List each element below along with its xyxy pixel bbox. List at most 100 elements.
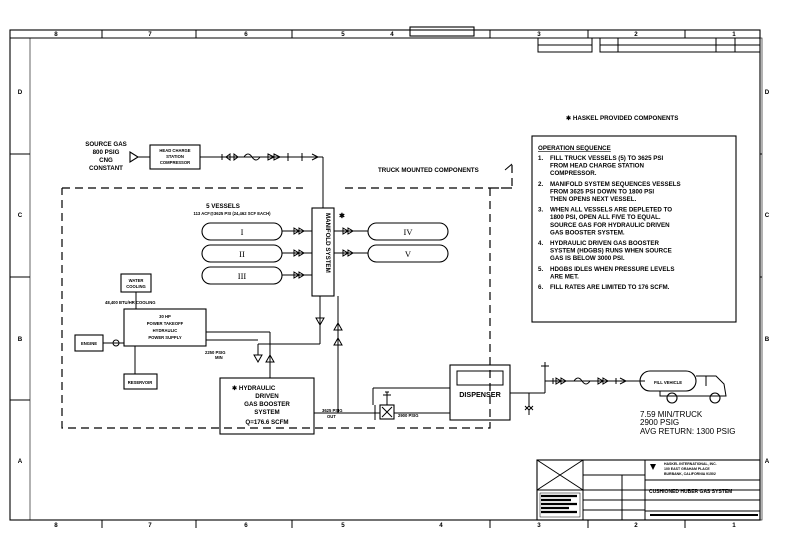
left-zone-letters: D C B A <box>18 89 23 465</box>
zone-top-5: 5 <box>341 31 345 38</box>
svg-text:POWER SUPPLY: POWER SUPPLY <box>148 335 182 340</box>
zone-ticks <box>10 30 762 528</box>
svg-text:II: II <box>239 249 245 259</box>
reservoir-box <box>123 373 158 390</box>
svg-text:RESERVOIR: RESERVOIR <box>128 380 153 385</box>
operation-step-line: MANIFOLD SYSTEM SEQUENCES VESSELS <box>550 181 681 188</box>
vessel-4-valve-icon <box>342 227 354 235</box>
check-valve-icon <box>221 153 239 161</box>
power-supply-box <box>123 308 207 347</box>
flow-arrow-icon <box>311 153 320 161</box>
zone-top-3: 3 <box>537 31 541 38</box>
svg-text:DRIVEN: DRIVEN <box>255 393 279 400</box>
zone-bottom-6: 6 <box>244 522 248 529</box>
zone-top-4: 4 <box>390 31 394 38</box>
truck-mounted-boundary <box>61 164 513 429</box>
operation-step-number: 3. <box>538 207 543 214</box>
operation-step-line: GAS BOOSTER SYSTEM. <box>550 229 625 236</box>
operation-step-number: 5. <box>538 266 543 273</box>
operation-step-line: GAS IS BELOW 3000 PSI. <box>550 255 625 262</box>
operation-step-line: 1800 PSI, OPEN ALL FIVE TO EQUAL. <box>550 214 661 221</box>
svg-text:III: III <box>238 271 247 281</box>
svg-text:SYSTEM: SYSTEM <box>254 409 279 416</box>
zone-bottom-1: 1 <box>732 522 736 529</box>
outer-frame <box>9 29 761 521</box>
fill-vehicle-label: FILL VEHICLE <box>654 380 682 385</box>
operation-sequence-box <box>531 135 737 323</box>
operation-step-line: FROM 3625 PSI DOWN TO 1800 PSI <box>550 188 654 195</box>
operation-step-line: ARE MET. <box>550 273 579 280</box>
gas-booster-box <box>219 377 315 435</box>
svg-text:POWER TAKEOFF: POWER TAKEOFF <box>147 321 184 326</box>
fill-stats: 7.59 MIN/TRUCK 2900 PSIG AVG RETURN: 130… <box>640 410 735 436</box>
svg-text:GAS BOOSTER: GAS BOOSTER <box>244 401 290 408</box>
right-zone-letters: D C B A <box>765 89 770 465</box>
operation-step-line: HYDRAULIC DRIVEN GAS BOOSTER <box>550 240 660 247</box>
svg-text:2900 PSIG: 2900 PSIG <box>640 418 679 427</box>
zone-bottom-2: 2 <box>634 522 638 529</box>
manifold-star-icon: ✱ <box>339 211 345 220</box>
source-arrow-icon <box>129 151 140 163</box>
operation-step-line: FILL RATES ARE LIMITED TO 176 SCFM. <box>550 284 670 291</box>
operation-step-line: WHEN ALL VESSELS ARE DEPLETED TO <box>550 207 672 214</box>
svg-text:BURBANK, CALIFORNIA 91502: BURBANK, CALIFORNIA 91502 <box>664 472 716 476</box>
vessel-3-valve-icon <box>293 271 305 279</box>
booster-out-label: OUT <box>327 414 336 419</box>
svg-text:I: I <box>241 227 244 237</box>
svg-text:V: V <box>405 249 412 259</box>
vessels-count: 5 VESSELS <box>206 203 240 210</box>
bottom-zone-numbers: 8 7 6 5 4 3 2 1 <box>54 522 736 529</box>
operation-step-line: COMPRESSOR. <box>550 170 597 177</box>
svg-text:AVG RETURN: 1300 PSIG: AVG RETURN: 1300 PSIG <box>640 427 735 436</box>
operation-step-line: FILL TRUCK VESSELS (5) TO 3625 PSI <box>550 155 664 162</box>
fill-vehicle-icon <box>639 370 727 404</box>
svg-text:ENGINE: ENGINE <box>81 341 97 346</box>
manifold-system-box <box>311 207 335 297</box>
svg-text:100 EAST GRAHAM PLACE: 100 EAST GRAHAM PLACE <box>664 467 710 471</box>
zone-left-c: C <box>18 212 23 219</box>
svg-text:CONSTANT: CONSTANT <box>89 165 123 172</box>
dispenser-label: DISPENSER <box>459 390 501 399</box>
zone-right-a: A <box>765 458 770 465</box>
water-cooling-box <box>120 273 152 293</box>
operation-step-line: FROM HEAD CHARGE STATION <box>550 163 644 170</box>
zone-right-c: C <box>765 212 770 219</box>
operation-title: OPERATION SEQUENCE <box>538 145 611 152</box>
zone-top-8: 8 <box>54 31 58 38</box>
svg-text:SOURCE GAS: SOURCE GAS <box>85 141 127 148</box>
operation-step-number: 2. <box>538 181 543 188</box>
svg-text:HASKEL INTERNATIONAL, INC.: HASKEL INTERNATIONAL, INC. <box>664 462 717 466</box>
truck-mounted-label: TRUCK MOUNTED COMPONENTS <box>378 167 479 174</box>
title-block-cross <box>536 459 584 491</box>
zone-top-2: 2 <box>634 31 638 38</box>
operation-step-line: HDGBS IDLES WHEN PRESSURE LEVELS <box>550 266 674 273</box>
zone-bottom-8: 8 <box>54 522 58 529</box>
svg-text:Q=176.6 SCFM: Q=176.6 SCFM <box>245 419 288 426</box>
svg-text:HEAD CHARGE: HEAD CHARGE <box>159 148 190 153</box>
zone-bottom-5: 5 <box>341 522 345 529</box>
dispenser-valve-icon <box>524 405 534 411</box>
top-center-tab <box>409 26 475 37</box>
zone-bottom-4: 4 <box>439 522 443 529</box>
operation-step-line: SYSTEM (HDGBS) RUNS WHEN SOURCE <box>550 248 672 255</box>
booster-out-pressure: 3625 PSIG <box>322 408 343 413</box>
dispenser-display <box>456 370 504 386</box>
pressure-min-value: 2250 PSIG <box>205 350 226 355</box>
svg-text:7.59 MIN/TRUCK: 7.59 MIN/TRUCK <box>640 410 703 419</box>
vessel-1-valve-icon <box>293 227 305 235</box>
vessel-5-valve-icon <box>342 249 354 257</box>
drawing-border: 8 7 6 5 4 3 2 1 8 7 6 5 4 3 2 1 D C B A … <box>9 26 770 529</box>
svg-text:30 HP: 30 HP <box>159 314 171 319</box>
svg-text:WATER: WATER <box>129 278 144 283</box>
fill-hose-icon <box>573 377 591 385</box>
operation-step-line: SOURCE GAS FOR HYDRAULIC DRIVEN <box>550 222 670 229</box>
valve-icon <box>267 153 282 161</box>
cooling-rate: 48,400 BTU/HR COOLING <box>105 300 156 305</box>
svg-text:COOLING: COOLING <box>126 284 146 289</box>
svg-text:COMPRESSOR: COMPRESSOR <box>160 160 190 165</box>
top-zone-numbers: 8 7 6 5 4 3 2 1 <box>54 31 736 38</box>
vessel-piping <box>282 227 368 279</box>
manifold-label: MANIFOLD SYSTEM <box>324 213 331 273</box>
coupling-icon <box>112 339 120 347</box>
